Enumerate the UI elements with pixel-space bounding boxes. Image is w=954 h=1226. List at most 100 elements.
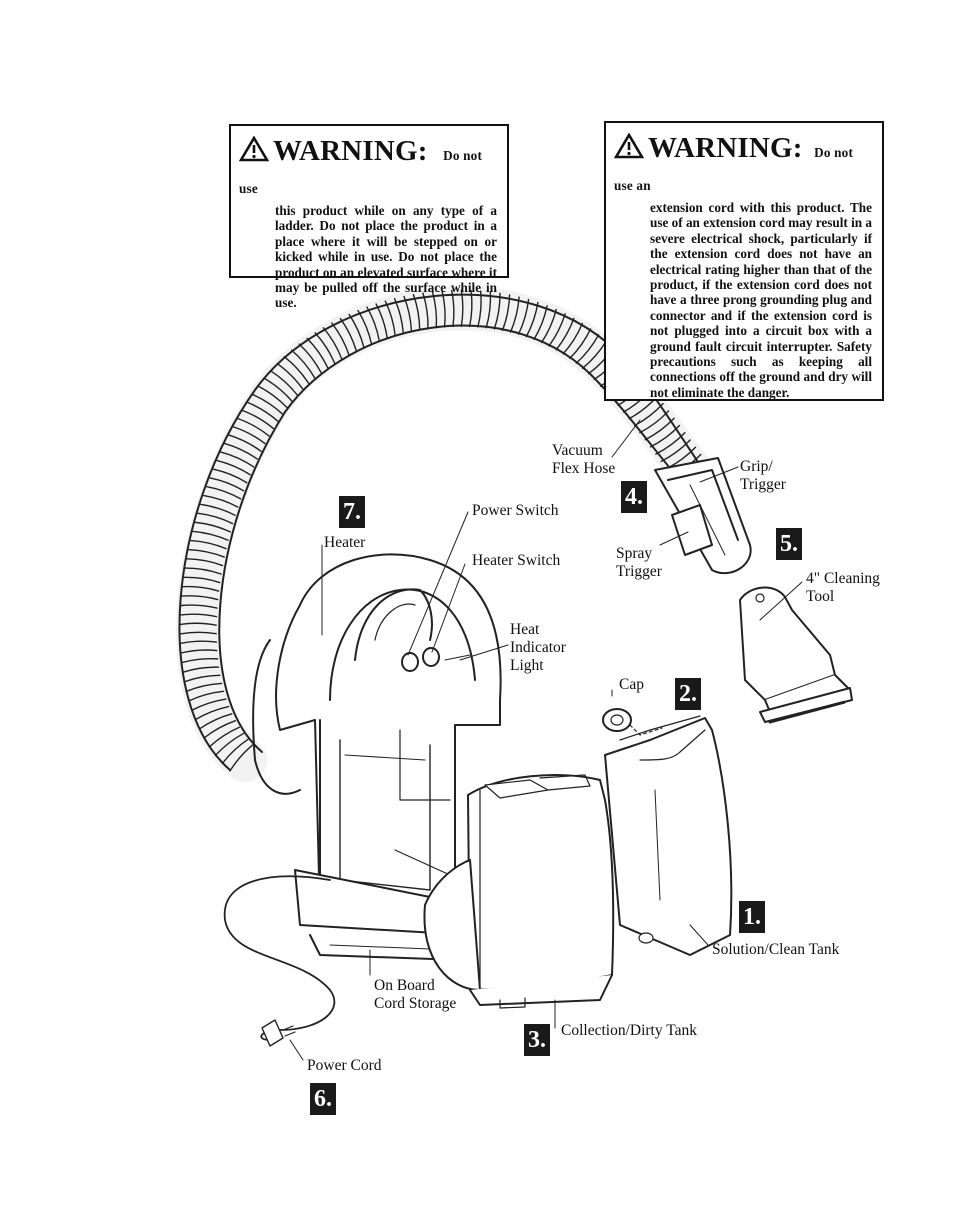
hose-ring [251, 393, 284, 415]
hose-ring [477, 290, 482, 328]
hose-ring [216, 459, 251, 476]
badge-4: 4. [621, 481, 647, 513]
hose-ring [224, 442, 258, 460]
hose-ring [468, 289, 473, 328]
hose-ring [209, 477, 245, 492]
hose-ring [188, 548, 225, 558]
hose-ring [501, 294, 511, 331]
label-collection-dirty-tank: Collection/Dirty Tank [561, 1022, 697, 1039]
collection-tank [423, 774, 615, 1009]
hose-ring [184, 567, 222, 575]
hose-ring [283, 356, 310, 384]
hose-ring [180, 604, 218, 609]
warning-title: WARNING: [648, 132, 803, 164]
hose-ring [194, 705, 230, 721]
warning-text: extension cord with this product. The us… [650, 200, 872, 400]
warning-lead: Do not use [239, 148, 483, 196]
hose-ring [422, 292, 429, 330]
hose-ring [314, 332, 336, 364]
hose-ring [179, 622, 217, 626]
warning-triangle-icon [238, 135, 270, 167]
hose-ring [393, 297, 405, 335]
hose-ring [181, 657, 219, 664]
hose-ring [241, 409, 275, 430]
hose-ring [540, 308, 557, 344]
warning-box-extension-cord: WARNING: Do not use an extension cord wi… [604, 121, 884, 401]
hose-ring [412, 293, 421, 331]
hose-ring [182, 585, 220, 592]
warning-heading: WARNING: Do not use an [613, 132, 872, 200]
hose-ring [548, 313, 566, 347]
hose-ring [290, 349, 316, 379]
warning-title: WARNING: [273, 135, 428, 167]
hose-ring [194, 521, 232, 533]
hose-ring [263, 377, 293, 402]
hose-ring [298, 343, 322, 374]
hose-ring [229, 743, 255, 772]
hose-ring [188, 690, 225, 702]
hose-ring [203, 494, 239, 508]
badge-3: 3. [524, 1024, 550, 1056]
hose-ring [348, 313, 365, 349]
hose-ring [183, 674, 221, 683]
badge-5: 5. [776, 528, 802, 560]
hose-ring [366, 306, 381, 342]
label-heater-switch: Heater Switch [472, 552, 561, 569]
hose-ring [441, 290, 446, 328]
hose-ring [220, 451, 255, 468]
hose-ring [203, 719, 237, 739]
badge-1: 1. [739, 901, 765, 933]
hose-ring [186, 558, 224, 567]
hose-ring [525, 301, 539, 338]
hose-ring [206, 486, 242, 500]
hose-ring [460, 289, 464, 328]
hose-ring [236, 417, 270, 437]
hose-ring [451, 289, 455, 328]
hose-ring [197, 512, 234, 525]
label-heater: Heater [324, 534, 366, 551]
warning-heading: WARNING: Do not use [238, 135, 497, 203]
hose-ring [185, 682, 223, 693]
hose-ring [232, 426, 266, 445]
hose-ring [375, 303, 388, 339]
label-cap: Cap [619, 676, 644, 693]
warning-text: this product while on any type of a ladd… [275, 203, 497, 311]
badge-6: 6. [310, 1083, 336, 1115]
hose-ring [212, 468, 248, 484]
hose-ring [403, 295, 413, 333]
hose-ring [639, 410, 670, 434]
hose-ring [431, 291, 438, 329]
hose-ring [331, 322, 350, 356]
hose-ring [179, 631, 217, 635]
badge-2: 2. [675, 678, 701, 710]
hose-ring [322, 327, 343, 360]
hose-ring [569, 328, 592, 360]
hose-ring [644, 417, 675, 441]
solution-tank [602, 708, 733, 956]
hose-ring [183, 576, 221, 584]
label-grip-trigger: Grip/Trigger [740, 458, 786, 493]
hose-ring [228, 434, 262, 452]
hose-ring [191, 698, 227, 712]
hose-ring [562, 322, 584, 355]
hose-ring [269, 369, 298, 396]
hose-ring [179, 640, 218, 645]
hose-ring [181, 595, 219, 601]
hose-ring [649, 424, 681, 448]
hose-ring [575, 334, 600, 364]
hose-ring [257, 385, 288, 409]
hose-ring [214, 732, 245, 757]
cleaning-tool [739, 586, 853, 724]
hose-ring [179, 613, 218, 618]
hose-ring [276, 362, 304, 390]
hose-ring [192, 530, 229, 541]
hose-ring [555, 317, 575, 351]
hose-ring [509, 296, 520, 333]
hose-ring [384, 300, 396, 337]
label-power-switch: Power Switch [472, 502, 559, 519]
